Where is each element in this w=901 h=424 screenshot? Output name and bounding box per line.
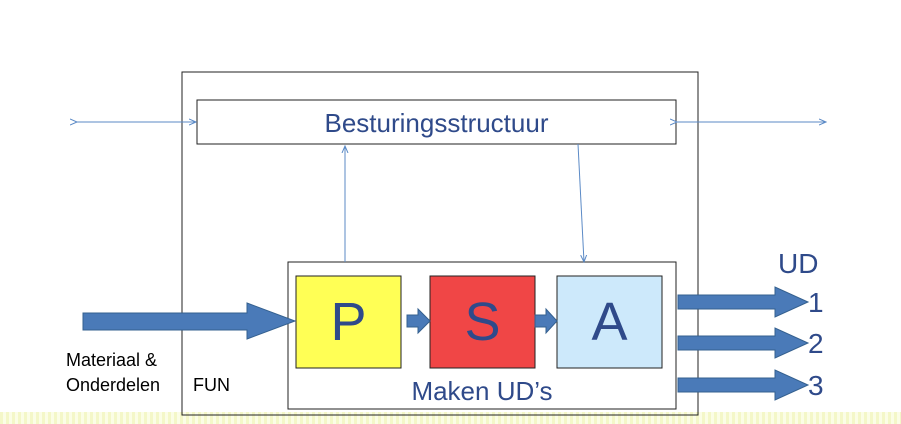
p-to-s-arrow	[406, 307, 431, 335]
control-structure-box	[196, 99, 677, 145]
output-arrow-2	[677, 327, 810, 359]
step-box-s	[429, 275, 536, 369]
output-number-3: 3	[808, 370, 824, 401]
step-letter-a: A	[591, 292, 628, 352]
control-structure-title: Besturingsstructuur	[324, 108, 549, 138]
input-label-line1: Materiaal &	[66, 350, 158, 370]
input-label-tag: FUN	[193, 375, 230, 395]
step-box-a	[556, 275, 663, 369]
output-label: UD	[778, 248, 819, 279]
step-letter-s: S	[464, 292, 501, 352]
s-to-a-arrow	[534, 307, 558, 335]
output-number-2: 2	[808, 328, 824, 359]
input-label-line2: Onderdelen	[66, 375, 161, 395]
step-box-p	[295, 275, 402, 369]
output-number-1: 1	[808, 287, 824, 318]
material-input-arrow	[82, 302, 297, 340]
system-boundary-box	[181, 71, 699, 416]
output-arrow-3	[677, 369, 810, 401]
step-letter-p: P	[330, 292, 367, 352]
process-title: Maken UD’s	[411, 376, 553, 406]
control-arrow-down	[577, 143, 584, 262]
output-arrow-1	[677, 286, 810, 318]
